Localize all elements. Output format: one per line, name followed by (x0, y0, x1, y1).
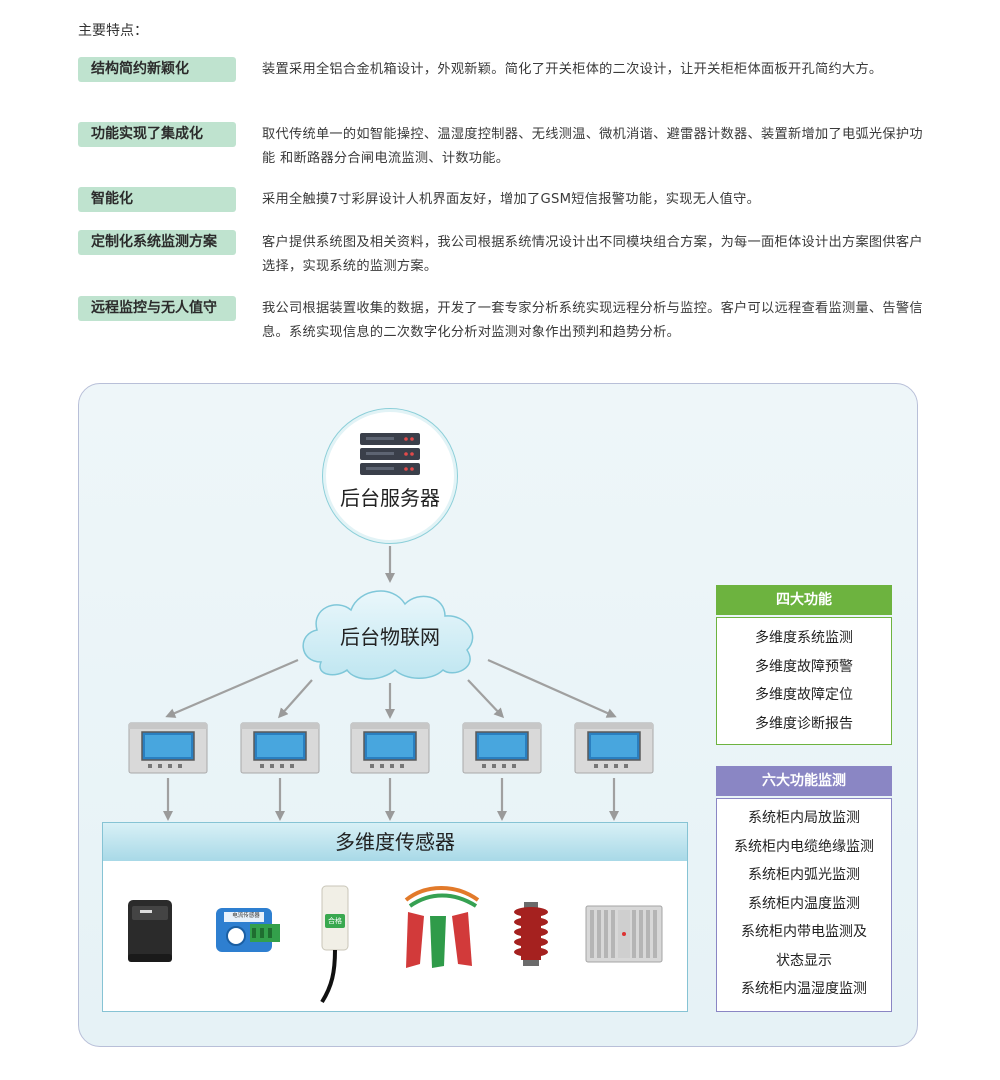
function-item: 多维度故障定位 (755, 687, 853, 703)
feature-tag: 结构简约新颖化 (78, 57, 236, 82)
four-functions-list: 多维度系统监测 多维度故障预警 多维度故障定位 多维度诊断报告 (716, 617, 892, 745)
intro-title: 主要特点： (78, 23, 148, 39)
arrow-cloud-to-device-4 (467, 679, 505, 719)
monitoring-device (574, 722, 654, 774)
arrow-cloud-to-device-5 (487, 658, 617, 718)
feature-description: 我公司根据装置收集的数据，开发了一套专家分析系统实现远程分析与监控。客户可以远程… (262, 301, 923, 340)
server-label: 后台服务器 (340, 486, 440, 510)
function-item: 系统柜内弧光监测 (748, 867, 860, 883)
arrow-cloud-to-device-1 (165, 658, 299, 718)
function-item: 状态显示 (776, 952, 832, 969)
monitoring-device (350, 722, 430, 774)
function-item: 系统柜内带电监测及 (741, 924, 867, 940)
function-item: 系统柜内温湿度监测 (741, 981, 867, 997)
feature-description: 取代传统单一的如智能操控、温湿度控制器、无线测温、微机消谐、避雷器计数器、装置新… (262, 127, 923, 166)
feature-tag: 智能化 (78, 187, 236, 212)
six-functions-title: 六大功能监测 (716, 766, 892, 796)
sensor-terminal-block-image (585, 905, 663, 963)
function-item: 多维度系统监测 (755, 630, 853, 646)
ct-label: 电流传感器 (232, 913, 260, 919)
feature-description: 装置采用全铝合金机箱设计，外观新颖。简化了开关柜体的二次设计，让开关柜柜体面板开… (262, 62, 883, 77)
feature-tag: 定制化系统监测方案 (78, 230, 236, 255)
cloud-label: 后台物联网 (340, 625, 440, 649)
feature-tag: 远程监控与无人值守 (78, 296, 236, 321)
arrow-cloud-to-device-2 (278, 679, 313, 719)
probe-tag-label: 合格 (328, 917, 342, 925)
function-item: 系统柜内局放监测 (748, 810, 860, 826)
six-functions-list: 系统柜内局放监测 系统柜内电缆绝缘监测 系统柜内弧光监测 系统柜内温度监测 系统… (716, 798, 892, 1012)
server-node (322, 408, 458, 544)
function-item: 系统柜内温度监测 (748, 895, 860, 912)
function-item: 多维度诊断报告 (755, 715, 853, 732)
feature-description: 客户提供系统图及相关资料，我公司根据系统情况设计出不同模块组合方案，为每一面柜体… (262, 235, 923, 274)
cloud-icon (302, 590, 474, 680)
monitoring-device (128, 722, 208, 774)
sensor-current-transformer-image (216, 908, 280, 952)
sensor-transmitter-image (128, 900, 172, 962)
feature-tag: 功能实现了集成化 (78, 122, 236, 147)
server-rack-icon (360, 433, 420, 475)
monitoring-device (462, 722, 542, 774)
sensor-probe-image (320, 885, 349, 1004)
sensor-header-label: 多维度传感器 (335, 830, 455, 854)
sensor-insulator-image (514, 902, 548, 966)
function-item: 系统柜内电缆绝缘监测 (734, 838, 874, 855)
sensor-clamps-image (404, 886, 480, 968)
four-functions-title: 四大功能 (716, 585, 892, 615)
feature-description: 采用全触摸7寸彩屏设计人机界面友好，增加了GSM短信报警功能，实现无人值守。 (262, 192, 761, 207)
function-item: 多维度故障预警 (755, 658, 853, 675)
monitoring-device (240, 722, 320, 774)
